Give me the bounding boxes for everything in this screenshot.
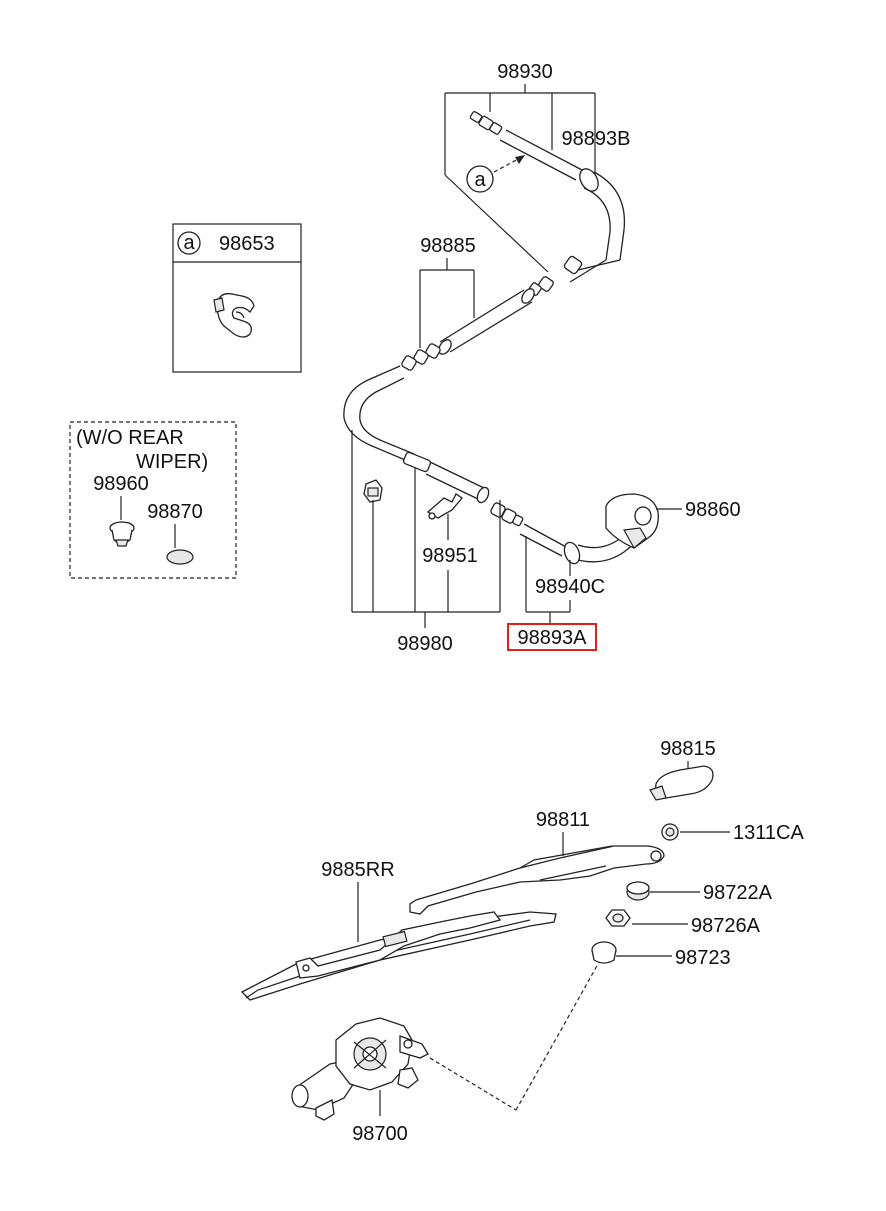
variant-note-line1: (W/O REAR — [76, 427, 184, 449]
clip-98653-icon — [213, 293, 255, 338]
label-98653: 98653 — [219, 233, 275, 255]
variant-note-line2: WIPER) — [136, 451, 208, 473]
reference-a-callout: a — [466, 155, 525, 193]
label-9885RR: 9885RR — [321, 859, 394, 881]
label-98722A: 98722A — [703, 882, 773, 904]
hose-upper-bend — [563, 168, 626, 283]
leader-98940C-98893A — [525, 536, 571, 624]
leader-98980-98951 — [351, 430, 501, 628]
label-98960: 98960 — [93, 473, 149, 495]
detail-box-98653: a 98653 — [172, 223, 302, 373]
wiper-arm-98811 — [409, 845, 665, 915]
nut-1311CA — [661, 823, 730, 841]
label-98700: 98700 — [352, 1123, 408, 1145]
label-1311CA: 1311CA — [733, 822, 804, 844]
wiper-blade-9885RR — [240, 911, 557, 1001]
leader-98885 — [419, 258, 475, 348]
label-98726A: 98726A — [691, 915, 761, 937]
label-98815: 98815 — [660, 738, 716, 760]
grommet-98723 — [591, 941, 672, 964]
cap-98870-icon — [166, 549, 194, 565]
wiper-arm-cap-98815 — [649, 765, 714, 801]
hose-lower-s-bend — [343, 365, 635, 565]
washer-nozzle-98860 — [605, 493, 682, 549]
wiper-motor-98700 — [291, 1017, 429, 1121]
label-98893A[interactable]: 98893A — [518, 627, 588, 649]
label-98860: 98860 — [685, 499, 741, 521]
plug-98960-icon — [109, 521, 135, 547]
label-98893B: 98893B — [562, 128, 631, 150]
label-98940C: 98940C — [535, 576, 605, 598]
label-98870: 98870 — [147, 501, 203, 523]
label-98723: 98723 — [675, 947, 731, 969]
label-detail-a: a — [183, 232, 195, 254]
hose-middle-connectors — [401, 276, 554, 371]
variant-box-wo-rear-wiper: (W/O REAR WIPER) 98960 98870 — [69, 421, 237, 579]
cap-98722A — [626, 881, 700, 901]
label-98885: 98885 — [420, 235, 476, 257]
label-ref-a: a — [474, 169, 486, 191]
label-98930: 98930 — [497, 61, 553, 83]
hose-top-connector — [469, 111, 583, 181]
highlight-box-98893A — [507, 623, 597, 651]
nut-98726A — [605, 909, 688, 927]
label-98951: 98951 — [422, 545, 478, 567]
leader-98930 — [444, 84, 596, 273]
install-guide-line — [429, 963, 599, 1111]
label-98980: 98980 — [397, 633, 453, 655]
hose-clips — [363, 479, 463, 520]
label-98811: 98811 — [536, 809, 590, 831]
